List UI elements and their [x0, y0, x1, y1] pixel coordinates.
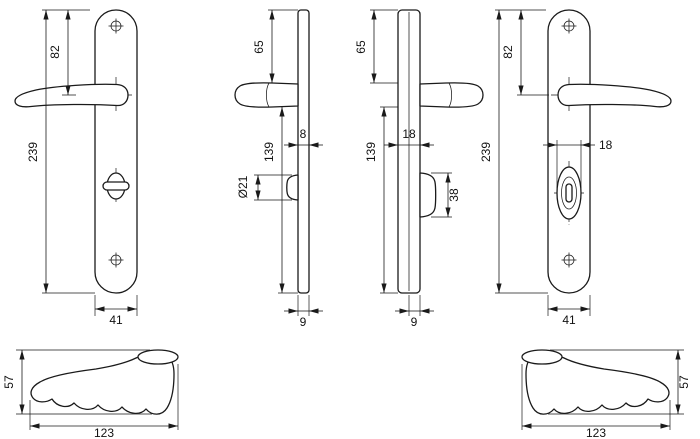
plate-profile — [297, 9, 310, 294]
dimension-57: 57 — [2, 349, 152, 415]
thumbturn-knob-profile — [286, 174, 299, 201]
dim-label-9: 9 — [411, 315, 418, 329]
dimension-139: 139 — [364, 106, 398, 294]
dim-label-82: 82 — [501, 45, 515, 59]
dimension-239: 239 — [479, 10, 548, 294]
dim-label-diameter-21: Ø21 — [236, 175, 250, 198]
thumbturn-knob-profile — [419, 172, 437, 218]
dimension-knob-diameter: Ø21 — [236, 174, 292, 201]
dim-label-239: 239 — [479, 142, 493, 162]
dim-label-239: 239 — [26, 142, 40, 162]
dim-label-9: 9 — [300, 315, 307, 329]
dim-label-65: 65 — [252, 40, 266, 54]
front-view-right: 18 82 239 41 — [479, 9, 672, 327]
dimension-65: 65 — [252, 9, 298, 83]
dimension-123: 123 — [521, 364, 671, 439]
dim-label-139: 139 — [364, 142, 378, 162]
dimension-41: 41 — [94, 295, 138, 327]
screw-bottom — [108, 252, 124, 268]
dimension-8: 8 — [284, 127, 323, 148]
dim-label-65: 65 — [354, 40, 368, 54]
dimension-18: 18 — [543, 138, 613, 188]
dim-label-18: 18 — [599, 138, 613, 152]
dimension-9: 9 — [395, 295, 434, 329]
grip-edge-line — [266, 82, 270, 108]
dimension-18: 18 — [384, 127, 434, 148]
dim-label-123: 123 — [94, 426, 114, 439]
screw-top — [108, 18, 124, 34]
dim-label-57: 57 — [2, 375, 16, 389]
dimension-82: 82 — [495, 9, 549, 96]
backplate-outline — [94, 9, 138, 294]
handle-bottom-view-right: 57 123 — [521, 349, 691, 439]
handle-bottom-view-left: 57 123 — [2, 349, 179, 439]
oval-escutcheon-inner — [561, 176, 577, 210]
profile-view-left: 65 8 139 Ø21 9 — [234, 9, 323, 329]
dimension-9: 9 — [284, 295, 323, 329]
profile-view-right: 65 18 139 38 9 — [354, 9, 484, 329]
cylinder-turn — [565, 183, 573, 203]
lever-handle — [14, 83, 129, 108]
handle-neck-cap — [137, 349, 179, 365]
grip-outline — [30, 353, 175, 415]
front-view-left: 82 239 41 — [14, 9, 138, 327]
thumbturn-slot — [102, 181, 130, 191]
dim-label-41: 41 — [562, 313, 576, 327]
dim-label-41: 41 — [109, 313, 123, 327]
dim-label-57: 57 — [677, 375, 691, 389]
dim-label-139: 139 — [262, 142, 276, 162]
dimension-38: 38 — [431, 172, 461, 218]
dim-label-38: 38 — [447, 188, 461, 202]
handle-neck-cap — [521, 349, 563, 365]
dimension-57: 57 — [548, 349, 691, 415]
dim-label-123: 123 — [586, 426, 606, 439]
backplate-outline — [547, 9, 591, 294]
screw-top — [561, 18, 577, 34]
dimension-82: 82 — [42, 9, 90, 96]
dim-label-82: 82 — [48, 45, 62, 59]
dim-label-18: 18 — [402, 127, 416, 141]
screw-bottom — [561, 252, 577, 268]
dimension-123: 123 — [29, 364, 179, 439]
dim-label-8: 8 — [300, 127, 307, 141]
dimension-239: 239 — [26, 10, 95, 294]
grip-edge-line — [448, 82, 452, 108]
grip-outline — [525, 353, 670, 415]
dimension-65: 65 — [354, 9, 398, 84]
dimension-41: 41 — [547, 295, 591, 327]
lever-handle — [557, 83, 672, 108]
